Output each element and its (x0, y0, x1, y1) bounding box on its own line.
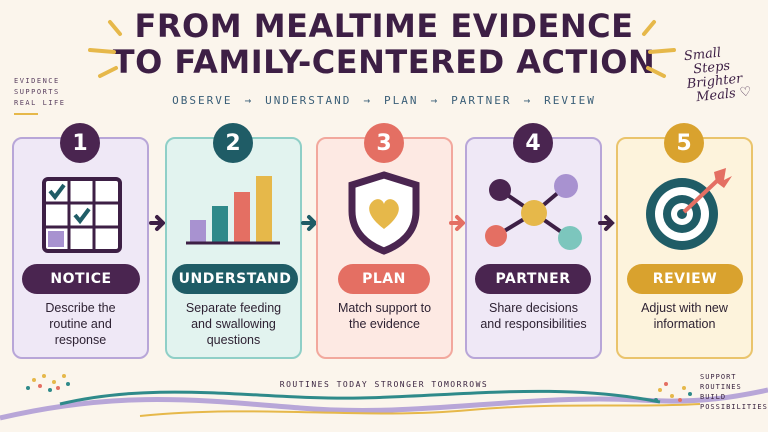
flow-review: REVIEW (544, 94, 596, 107)
arrow-right-icon (301, 215, 318, 231)
arrow-right-icon (598, 215, 615, 231)
flow-partner: PARTNER (451, 94, 512, 107)
step-number-badge: 5 (664, 123, 704, 163)
step-number-badge: 4 (513, 123, 553, 163)
rays-left-decoration (88, 20, 122, 78)
target-icon (646, 168, 732, 250)
side-left-line: SUPPORTS (14, 88, 60, 96)
flow-understand: UNDERSTAND (265, 94, 352, 107)
step-card-partner (465, 137, 602, 359)
arrow-right-icon (449, 215, 466, 231)
step-description-understand: Separate feeding and swallowing question… (185, 301, 282, 347)
flow-plan: PLAN (383, 94, 419, 107)
side-left-line: REAL LIFE (14, 99, 66, 107)
side-left-underline (14, 113, 38, 115)
step-number-badge: 1 (60, 123, 100, 163)
grid-checklist-icon (42, 177, 122, 253)
arrow-right-icon (149, 215, 166, 231)
bar-chart-icon (186, 176, 280, 245)
side-note-right: Small Steps Brighter Meals ♡ (683, 42, 768, 106)
bottom-right-line: ROUTINES (700, 383, 742, 391)
step-label-understand: UNDERSTAND (172, 264, 298, 294)
flow-arrow: → (430, 94, 440, 107)
title-line-1: FROM MEALTIME EVIDENCE (134, 7, 634, 45)
bottom-right-line: BUILD (700, 393, 727, 401)
page-title: FROM MEALTIME EVIDENCE TO FAMILY-CENTERE… (0, 8, 768, 80)
step-number-badge: 2 (213, 123, 253, 163)
bottom-right-line: POSSIBILITIES (700, 403, 768, 411)
step-label-notice: NOTICE (22, 264, 140, 294)
flow-arrow: → (244, 94, 254, 107)
step-description-review: Adjust with new information (641, 301, 728, 331)
network-nodes-icon (485, 174, 582, 250)
step-label-partner: PARTNER (475, 264, 591, 294)
rays-right-decoration (642, 20, 676, 78)
bottom-right-line: SUPPORT (700, 373, 737, 381)
bottom-tagline: ROUTINES TODAY STRONGER TOMORROWS (279, 380, 489, 389)
side-note-left: EVIDENCE SUPPORTS REAL LIFE (14, 76, 65, 115)
heart-shield-icon (348, 171, 420, 255)
flow-arrow: → (363, 94, 372, 107)
flow-arrow: → (523, 94, 533, 107)
wave-decoration (0, 374, 768, 421)
step-card-notice (12, 137, 149, 359)
subtitle-flow: OBSERVE → UNDERSTAND → PLAN → PARTNER → REVIEW (0, 94, 768, 107)
step-description-partner: Share decisions and responsibilities (480, 301, 587, 331)
title-line-2: TO FAMILY-CENTERED ACTION (112, 43, 656, 81)
step-description-notice: Describe the routine and response (45, 301, 116, 347)
side-left-line: EVIDENCE (14, 77, 60, 85)
step-label-review: REVIEW (627, 264, 743, 294)
bottom-right-note: SUPPORT ROUTINES BUILD POSSIBILITIES (700, 372, 768, 412)
step-number-badge: 3 (364, 123, 404, 163)
step-label-plan: PLAN (338, 264, 430, 294)
step-card-understand (165, 137, 302, 359)
flow-observe: OBSERVE (172, 94, 233, 107)
step-description-plan: Match support to the evidence (337, 301, 432, 331)
